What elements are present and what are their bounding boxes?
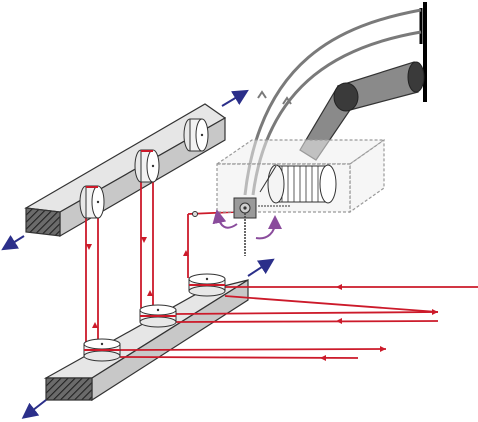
thread-arrow-icon bbox=[92, 322, 98, 328]
tube-arrow-icon bbox=[282, 96, 292, 105]
thread-arrows bbox=[86, 237, 438, 361]
lower-double-arrow-icon bbox=[21, 258, 275, 419]
thread-arrow-icon bbox=[86, 244, 92, 250]
upper-pulley-2 bbox=[134, 149, 160, 183]
tube-arrow-icon bbox=[257, 90, 267, 99]
thread-arrow-icon bbox=[336, 318, 342, 324]
upper-pulley-3 bbox=[183, 118, 209, 152]
thread-arrow-icon bbox=[336, 284, 342, 290]
thread-arrow-icon bbox=[380, 346, 386, 352]
lower-beam bbox=[43, 278, 249, 402]
lower-pulley-1 bbox=[83, 338, 121, 362]
wall-bracket bbox=[419, 2, 427, 102]
thread-arrow-icon bbox=[147, 290, 153, 296]
lower-pulley-3 bbox=[188, 273, 226, 297]
thread-arrow-icon bbox=[141, 237, 147, 243]
support-arm bbox=[299, 61, 425, 161]
thread-arrow-icon bbox=[432, 309, 438, 315]
lower-pulley-2 bbox=[139, 304, 177, 328]
rotation-arrow-icon bbox=[212, 209, 282, 240]
threads bbox=[85, 160, 478, 359]
upper-double-arrow-icon bbox=[1, 89, 249, 251]
upper-pulley-1 bbox=[79, 185, 105, 219]
thread-arrow-icon bbox=[320, 355, 326, 361]
thread-arrow-icon bbox=[183, 250, 189, 256]
spool-icon bbox=[258, 164, 337, 207]
